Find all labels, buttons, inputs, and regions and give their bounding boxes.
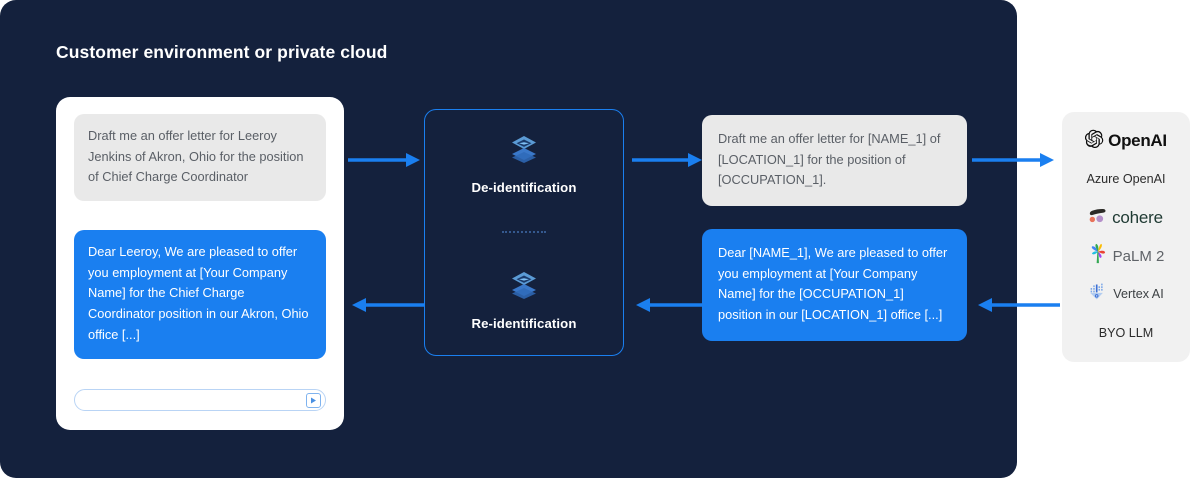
palm-logo-icon: [1088, 243, 1109, 269]
chat-card: Draft me an offer letter for Leeroy Jenk…: [56, 97, 344, 430]
process-divider: [502, 231, 546, 233]
provider-label: BYO LLM: [1098, 325, 1154, 340]
cohere-logo-icon: [1089, 208, 1108, 228]
deidentified-response-message: Dear [NAME_1], We are pleased to offer y…: [702, 229, 967, 341]
arrow-deidentification-to-prompt: [632, 153, 702, 167]
chat-input[interactable]: [74, 389, 326, 411]
llm-providers-panel: OpenAI Azure OpenAI cohere: [1062, 112, 1190, 362]
provider-label: Vertex AI: [1113, 287, 1164, 302]
arrow-llm-to-response: [978, 298, 1060, 312]
deidentified-prompt-message: Draft me an offer letter for [NAME_1] of…: [702, 115, 967, 207]
process-step-label: De-identification: [471, 180, 577, 195]
provider-item-azure-openai[interactable]: Azure OpenAI: [1086, 166, 1165, 192]
provider-item-cohere[interactable]: cohere: [1089, 205, 1163, 231]
openai-logo-icon: [1085, 129, 1104, 153]
deidentification-process-panel: De-identification Re-identification: [424, 109, 624, 356]
arrow-response-to-reidentification: [636, 298, 708, 312]
send-play-icon[interactable]: [306, 393, 321, 408]
provider-label: Azure OpenAI: [1086, 172, 1166, 187]
customer-environment-panel: Customer environment or private cloud Dr…: [0, 0, 1017, 478]
chat-user-message: Draft me an offer letter for Leeroy Jenk…: [74, 114, 326, 202]
layers-stack-icon: [425, 267, 623, 306]
provider-label: PaLM 2: [1112, 247, 1165, 265]
provider-label: OpenAI: [1108, 131, 1167, 151]
process-step-re-identification: Re-identification: [425, 267, 623, 331]
layers-stack-icon: [425, 131, 623, 170]
process-step-de-identification: De-identification: [425, 131, 623, 195]
provider-item-openai[interactable]: OpenAI: [1085, 128, 1167, 154]
arrow-chat-to-deidentification: [348, 153, 420, 167]
chat-assistant-message: Dear Leeroy, We are pleased to offer you…: [74, 230, 326, 359]
arrow-reidentification-to-chat: [352, 298, 424, 312]
provider-label: cohere: [1112, 207, 1163, 227]
page-title: Customer environment or private cloud: [56, 42, 388, 62]
provider-item-vertex-ai[interactable]: Vertex AI: [1088, 281, 1164, 307]
provider-item-palm-2[interactable]: PaLM 2: [1088, 243, 1165, 269]
vertex-ai-logo-icon: [1088, 281, 1109, 307]
provider-item-byo-llm[interactable]: BYO LLM: [1099, 320, 1154, 346]
arrow-prompt-to-llm: [972, 153, 1054, 167]
process-step-label: Re-identification: [471, 316, 577, 331]
